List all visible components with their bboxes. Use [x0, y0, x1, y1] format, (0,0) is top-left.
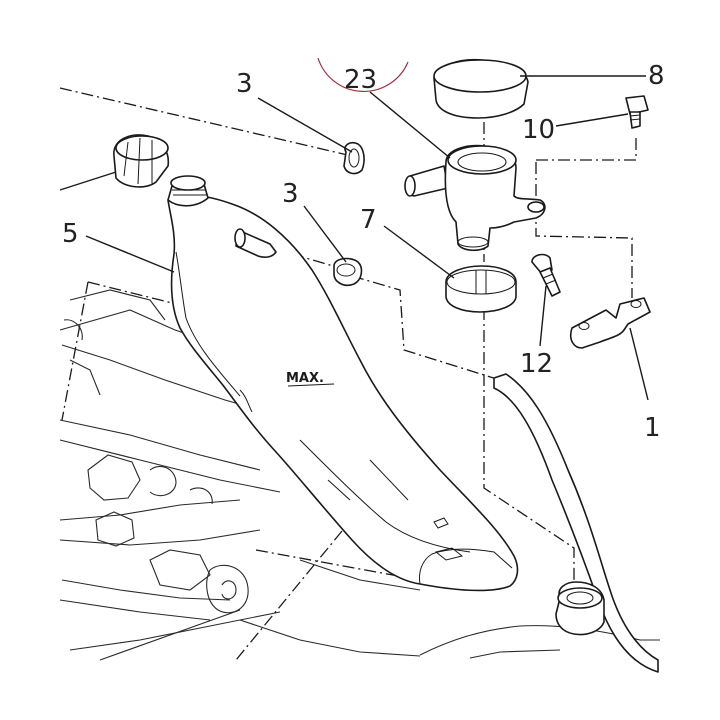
callout-labels: 23 8 3 10 3 7 5 12 1	[62, 61, 665, 443]
hose-clip-lower	[333, 257, 363, 287]
callout-3-upper: 3	[236, 69, 253, 99]
callout-5: 5	[62, 219, 79, 249]
expansion-tank: MAX.	[167, 175, 519, 592]
hose-clip-upper	[343, 141, 365, 175]
callout-12: 12	[520, 349, 553, 379]
max-level-marking: MAX.	[286, 371, 324, 386]
callout-8: 8	[648, 61, 665, 91]
callout-1: 1	[644, 413, 661, 443]
callout-7: 7	[360, 205, 377, 235]
hose-clamp	[445, 265, 517, 313]
callout-23: 23	[344, 65, 377, 95]
mounting-bracket	[569, 297, 651, 349]
callout-3-lower: 3	[282, 179, 299, 209]
callout-leaders	[59, 75, 649, 401]
overflow-hose	[493, 373, 659, 673]
flange-bolt	[625, 95, 649, 129]
mounting-screw	[531, 253, 561, 297]
filler-cap	[113, 134, 170, 188]
highlight-arc	[317, 57, 409, 93]
callout-10: 10	[522, 115, 555, 145]
pressure-cap	[433, 58, 529, 119]
filler-neck	[404, 144, 546, 252]
